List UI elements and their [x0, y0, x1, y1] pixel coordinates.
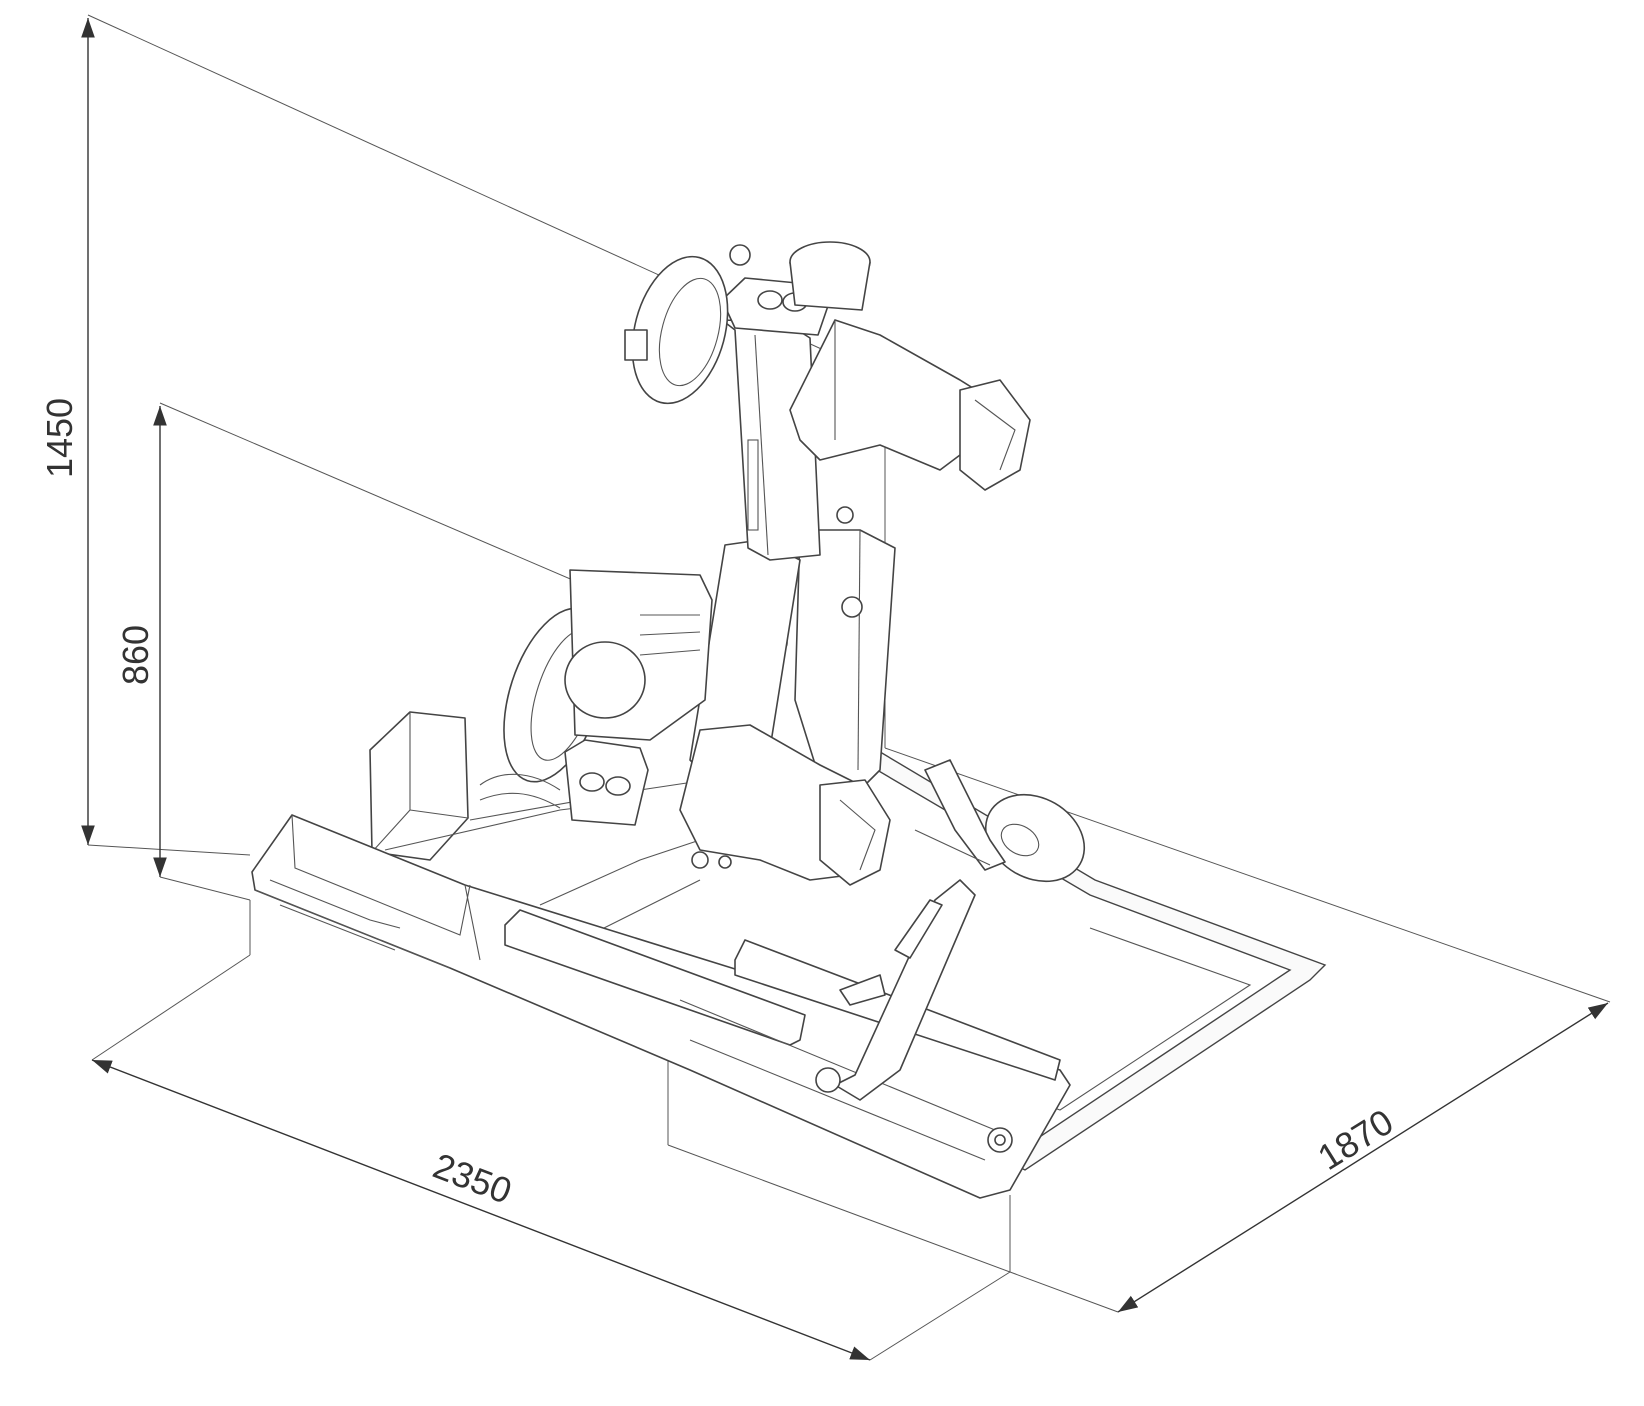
bed-slot [269, 879, 401, 929]
upper-turntable-inner [658, 277, 722, 387]
table-height-extension-bottom [159, 876, 251, 901]
lower-bead-detail [839, 799, 876, 871]
dimension-table-height: 860 [115, 402, 611, 901]
mast-bolt [836, 506, 854, 524]
top-cylinder-body [789, 261, 871, 311]
wheel-support-arm [834, 879, 976, 1101]
arm-lever [894, 899, 943, 959]
length-extension-left-diag [91, 954, 251, 1061]
overall-height-label: 1450 [39, 398, 80, 478]
length-dimension-line [91, 1059, 871, 1361]
lower-head-port-1 [579, 772, 605, 792]
upper-bead-breaker [959, 379, 1031, 491]
mast-edge [754, 334, 769, 556]
lower-arm-bolt-2 [718, 855, 732, 869]
lower-bead-breaker [819, 779, 891, 886]
width-label: 1870 [1311, 1101, 1401, 1178]
width-extension-base [667, 1144, 1011, 1273]
lower-head-port-2 [605, 776, 631, 796]
hub-arm [924, 759, 1006, 871]
slide-cylinder [504, 909, 806, 1046]
hub-handle [914, 829, 991, 866]
wheel-hub-center [1000, 823, 1040, 857]
length-extension-right-diag [869, 1271, 1011, 1361]
lower-arm-bolt [691, 851, 709, 869]
table-height-extension-top [159, 402, 611, 597]
bed-front-edge [254, 889, 451, 969]
motor-end-cap [564, 641, 646, 719]
bed-end-pivot-center [994, 1134, 1006, 1146]
column-edge [857, 529, 861, 771]
width-dimension-line [1117, 1002, 1609, 1313]
arm-clamp [839, 974, 886, 1006]
upper-bead-detail [974, 399, 1016, 471]
height-extension-rear [884, 747, 1611, 1003]
motor-fins [639, 614, 701, 656]
central-column [794, 529, 896, 791]
arm-pivot [815, 1067, 841, 1093]
upper-turntable-stub [624, 329, 648, 361]
bed-lower-rail-2 [689, 1039, 986, 1161]
main-bed-beam [251, 814, 1071, 1199]
width-extension-corner [1009, 1271, 1119, 1313]
bed-left-box [291, 814, 471, 936]
wheel-hub-disc [984, 793, 1086, 883]
table-height-label: 860 [115, 625, 156, 685]
mast-slot [747, 439, 759, 531]
base-frame-cross-2 [599, 879, 701, 931]
tire-changer-machine [251, 241, 1327, 1199]
column-bolt [841, 596, 863, 618]
height-extension-bottom [87, 844, 251, 856]
bed-slot-2 [279, 904, 396, 951]
upper-turntable-ring [631, 255, 729, 405]
bed-joint [464, 884, 481, 961]
length-label: 2350 [428, 1145, 517, 1212]
upper-knob [729, 244, 751, 266]
bed-lower-rail [679, 999, 996, 1131]
head-port-1 [757, 290, 783, 310]
air-hose [479, 773, 561, 809]
control-box-edge-2 [409, 809, 469, 819]
